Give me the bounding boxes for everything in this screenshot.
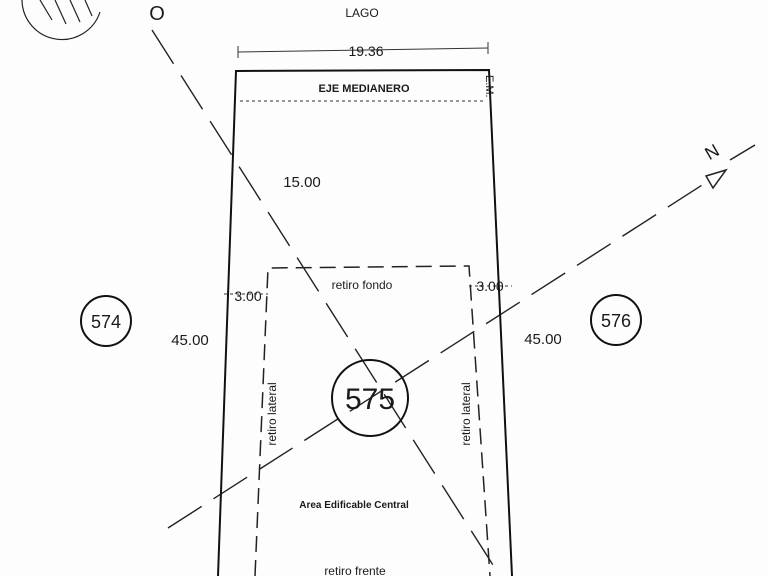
setback-outline — [254, 265, 491, 576]
right-neighbor-circle — [590, 294, 642, 346]
lot-boundary — [217, 68, 513, 576]
left-neighbor-circle — [80, 295, 132, 347]
left-neighbor-number: 574 — [91, 312, 121, 332]
left-side-offset: 3.00 — [234, 288, 261, 304]
right-side-offset: 3.00 — [476, 278, 503, 294]
right-neighbor-number: 576 — [601, 311, 631, 331]
left-length: 45.00 — [171, 332, 209, 349]
left-lateral-setback-label: retiro lateral — [265, 382, 279, 445]
front-setback-label: retiro frente — [324, 564, 386, 576]
orientation-axis-we — [151, 29, 501, 576]
north-marker: N — [701, 140, 722, 164]
party-wall-label: EJE MEDIANERO — [318, 83, 410, 95]
corner-circle-fragment — [21, 0, 101, 41]
west-marker: O — [149, 3, 165, 25]
orientation-axis-ns — [167, 179, 711, 529]
top-label: LAGO — [345, 6, 378, 20]
rear-setback-depth: 15.00 — [283, 174, 321, 191]
right-lateral-setback-label: retiro lateral — [459, 382, 473, 445]
top-dimension-line — [237, 42, 489, 58]
party-wall-abbrev: E.M. — [483, 75, 495, 98]
top-dimension: 19.36 — [348, 43, 383, 59]
rear-setback-label: retiro fondo — [332, 278, 393, 292]
north-arrow-icon — [704, 144, 756, 190]
right-length: 45.00 — [524, 331, 562, 348]
lot-number: 575 — [345, 383, 395, 416]
buildable-area-label: Area Edificable Central — [299, 500, 409, 511]
side-offset-ticks — [224, 285, 512, 295]
lot-number-circle — [331, 359, 409, 437]
